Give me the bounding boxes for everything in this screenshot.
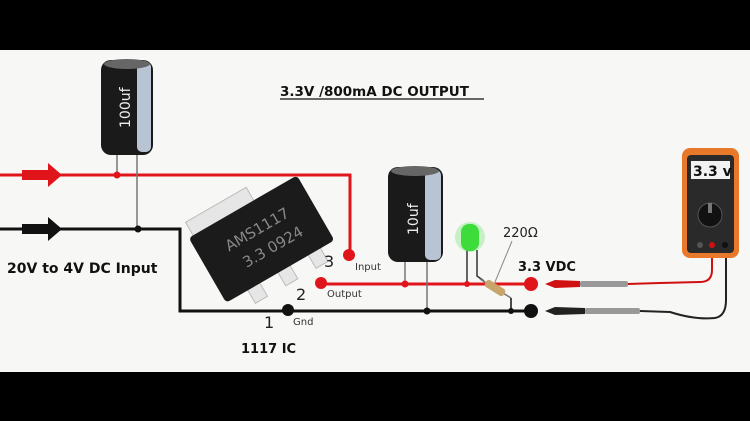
resistor-label: 220Ω <box>503 226 538 241</box>
output-capacitor-label: 10uf <box>406 202 422 235</box>
pin3-dot <box>343 249 355 261</box>
junction-dot <box>423 307 431 315</box>
junction-dot <box>134 225 142 233</box>
junction-dot <box>113 171 121 179</box>
input-capacitor-label: 100uf <box>118 86 134 128</box>
pin3-name: Input <box>355 262 381 273</box>
input-label: 20V to 4V DC Input <box>7 261 158 277</box>
ic-caption: 1117 IC <box>241 342 296 357</box>
ground-wire <box>0 227 532 313</box>
junction-dot <box>464 281 470 287</box>
output-capacitor: 10uf <box>388 166 443 311</box>
multimeter: 3.3 v <box>682 148 739 258</box>
pin2-name: Output <box>327 289 362 300</box>
black-probe <box>545 250 727 320</box>
positive-output-terminal <box>524 277 538 291</box>
input-capacitor: 100uf <box>101 59 153 229</box>
junction-dot <box>508 308 514 314</box>
output-voltage-label: 3.3 VDC <box>518 260 576 275</box>
negative-input-arrow <box>22 217 62 241</box>
multimeter-display: 3.3 v <box>693 164 732 180</box>
red-probe <box>545 250 713 288</box>
negative-output-terminal <box>524 304 538 318</box>
pin1-dot <box>282 304 294 316</box>
pin2-number: 2 <box>296 285 306 304</box>
positive-input-arrow <box>22 163 62 187</box>
pin1-name: Gnd <box>293 317 313 328</box>
pin2-dot <box>315 277 327 289</box>
green-led <box>455 222 485 284</box>
ams1117-regulator-chip: AMS1117 3.3 0924 <box>184 176 333 304</box>
pin1-number: 1 <box>264 313 274 332</box>
junction-dot <box>401 280 409 288</box>
pin3-number: 3 <box>324 252 334 271</box>
diagram-title: 3.3V /800mA DC OUTPUT <box>280 84 470 100</box>
